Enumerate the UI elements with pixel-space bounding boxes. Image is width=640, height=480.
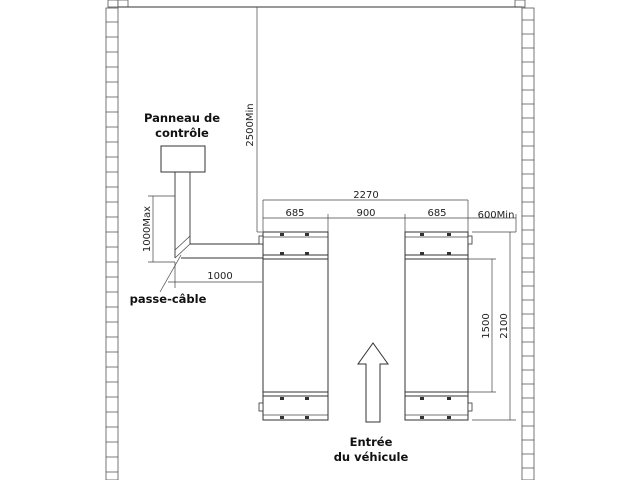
cable-length-label: 1000: [207, 271, 232, 282]
top-clearance-label: 2500Min: [245, 103, 256, 146]
column-height-dimension: [148, 195, 175, 263]
left-runway: [258, 231, 329, 421]
right-runway: [404, 231, 473, 421]
outer-length-label: 2100: [499, 313, 510, 338]
column-height-label: 1000Max: [142, 206, 153, 252]
cable-length-dimension: [168, 262, 262, 288]
wall-left: [105, 7, 119, 480]
total-width-label: 2270: [353, 190, 378, 201]
gap-width-label: 900: [356, 208, 375, 219]
control-panel-label-line2: contrôle: [155, 126, 209, 140]
cable-pass-leader: [159, 254, 182, 293]
inner-length-label: 1500: [481, 313, 492, 338]
power-column: [174, 172, 191, 259]
vehicle-entry-label-line1: Entrée: [350, 435, 393, 449]
left-runway-width-label: 685: [285, 208, 304, 219]
cable-duct: [181, 231, 263, 259]
right-runway-width-label: 685: [427, 208, 446, 219]
control-panel-label-line1: Panneau de: [144, 111, 220, 125]
vehicle-entry-label-line2: du véhicule: [334, 450, 409, 464]
wall-right: [521, 7, 535, 480]
length-dimensions: [468, 231, 516, 421]
control-panel: [160, 145, 206, 173]
cable-pass-label: passe-câble: [130, 292, 207, 306]
side-clearance-label: 600Min: [478, 210, 515, 221]
wall-top: [107, 0, 526, 8]
top-dimension-chain: [262, 199, 517, 232]
vehicle-entry-arrow-icon: [357, 342, 389, 423]
